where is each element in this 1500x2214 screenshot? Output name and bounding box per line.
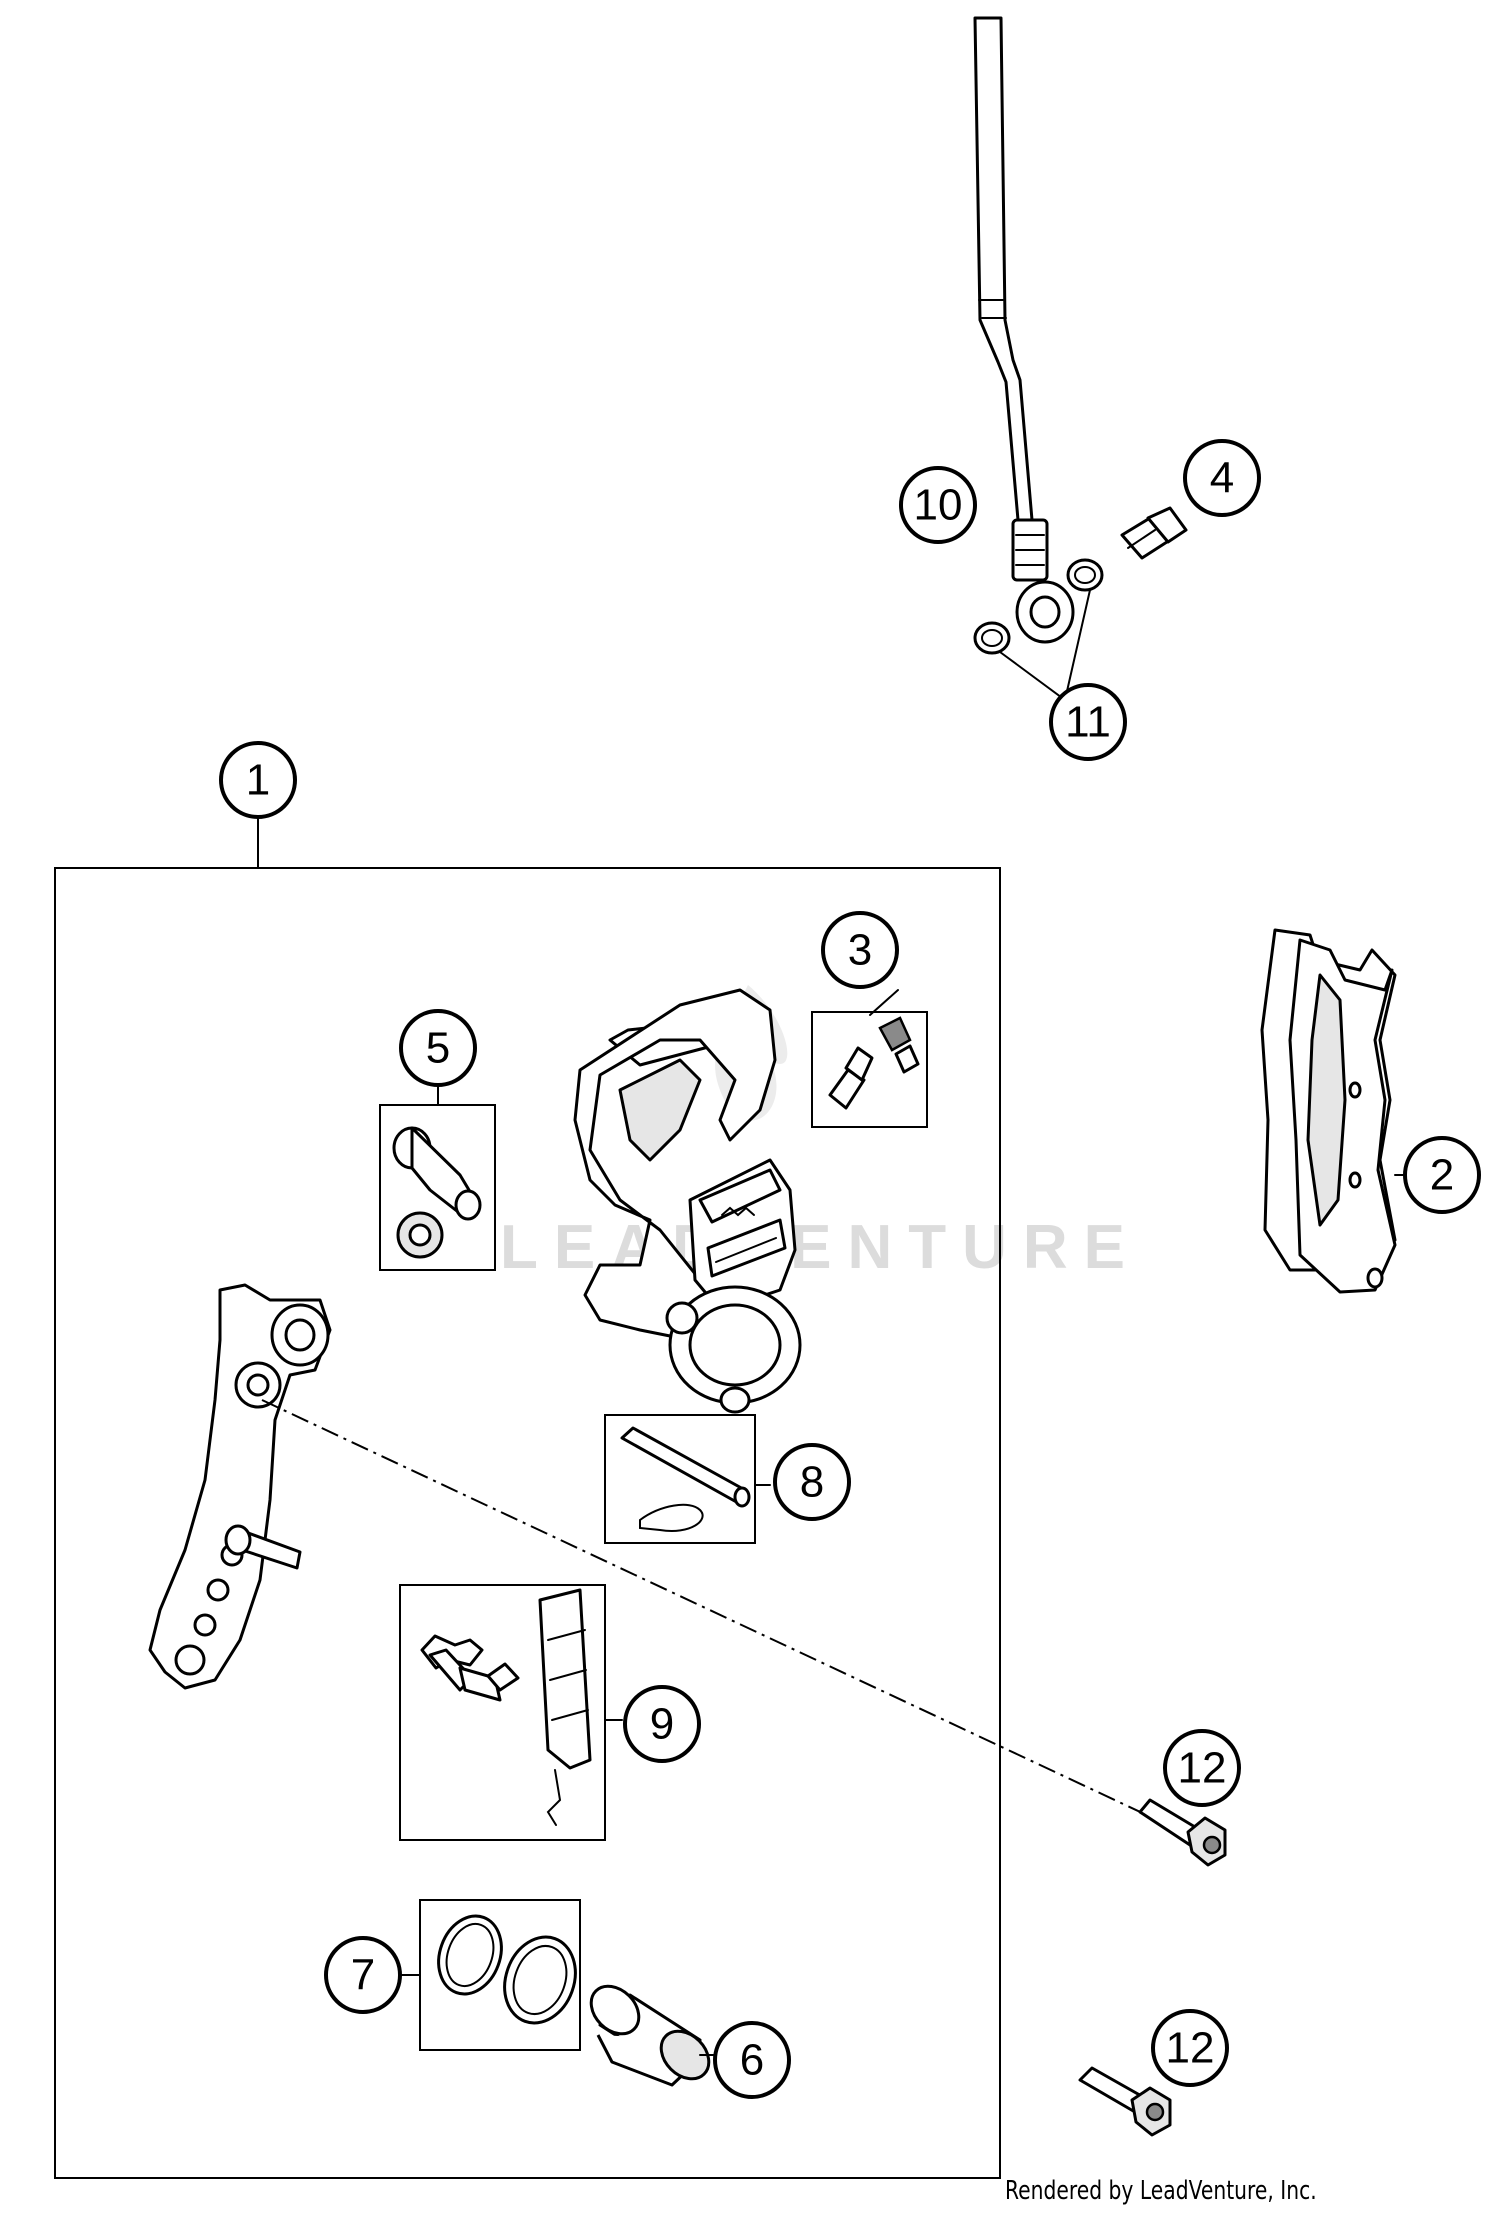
callout-10-label: 10 <box>914 481 963 530</box>
callout-8: 8 <box>773 1443 851 1521</box>
callout-6: 6 <box>713 2021 791 2099</box>
bracket-bolt-1[interactable] <box>1138 1798 1227 1867</box>
caliper-bracket[interactable] <box>148 1283 332 1690</box>
callout-1: 1 <box>219 741 297 819</box>
callout-2: 2 <box>1403 1136 1481 1214</box>
caliper-piston[interactable] <box>582 1977 718 2088</box>
callout-1-label: 1 <box>246 756 270 805</box>
callout-9-label: 9 <box>650 1700 674 1749</box>
pad-spring-kit[interactable] <box>420 1588 592 1826</box>
brake-pads[interactable] <box>1260 928 1397 1294</box>
pin-kit-box <box>604 1414 756 1544</box>
callout-3: 3 <box>821 911 899 989</box>
callout-5: 5 <box>399 1009 477 1087</box>
piston-seals[interactable] <box>428 1907 587 2033</box>
callout-3-label: 3 <box>848 926 872 975</box>
callout-4: 4 <box>1183 439 1261 517</box>
bleeder-kit-box <box>811 1011 928 1128</box>
callout-2-label: 2 <box>1430 1151 1454 1200</box>
callout-5-label: 5 <box>426 1024 450 1073</box>
pad-pin-and-clip[interactable] <box>620 1426 751 1532</box>
callout-12a-label: 12 <box>1178 1744 1227 1793</box>
render-credit: Rendered by LeadVenture, Inc. <box>1005 2176 1317 2206</box>
callout-12b: 12 <box>1151 2009 1229 2087</box>
callout-7-label: 7 <box>351 1951 375 2000</box>
watermark: LEADVENTURE <box>500 985 1125 1282</box>
caliper-kit-box <box>54 867 1001 2179</box>
callout-7: 7 <box>324 1936 402 2014</box>
callout-12b-label: 12 <box>1166 2024 1215 2073</box>
callout-10: 10 <box>899 466 977 544</box>
banjo-bolt[interactable] <box>1120 506 1188 560</box>
sealing-caps[interactable] <box>392 1126 482 1259</box>
callout-8-label: 8 <box>800 1458 824 1507</box>
brake-line-hose[interactable] <box>973 16 1075 644</box>
sealing-washers[interactable] <box>973 558 1104 655</box>
bracket-bolt-2[interactable] <box>1078 2066 1172 2137</box>
brake-caliper-body[interactable] <box>573 988 802 1414</box>
bleeder-valve[interactable] <box>828 1016 920 1110</box>
callout-6-label: 6 <box>740 2036 764 2085</box>
callout-4-label: 4 <box>1210 454 1234 503</box>
callout-12a: 12 <box>1163 1729 1241 1807</box>
callout-9: 9 <box>623 1685 701 1763</box>
callout-11-label: 11 <box>1065 698 1111 747</box>
callout-11: 11 <box>1049 683 1127 761</box>
spring-kit-box <box>399 1584 606 1841</box>
bolt-leader-line <box>261 1399 1201 1841</box>
